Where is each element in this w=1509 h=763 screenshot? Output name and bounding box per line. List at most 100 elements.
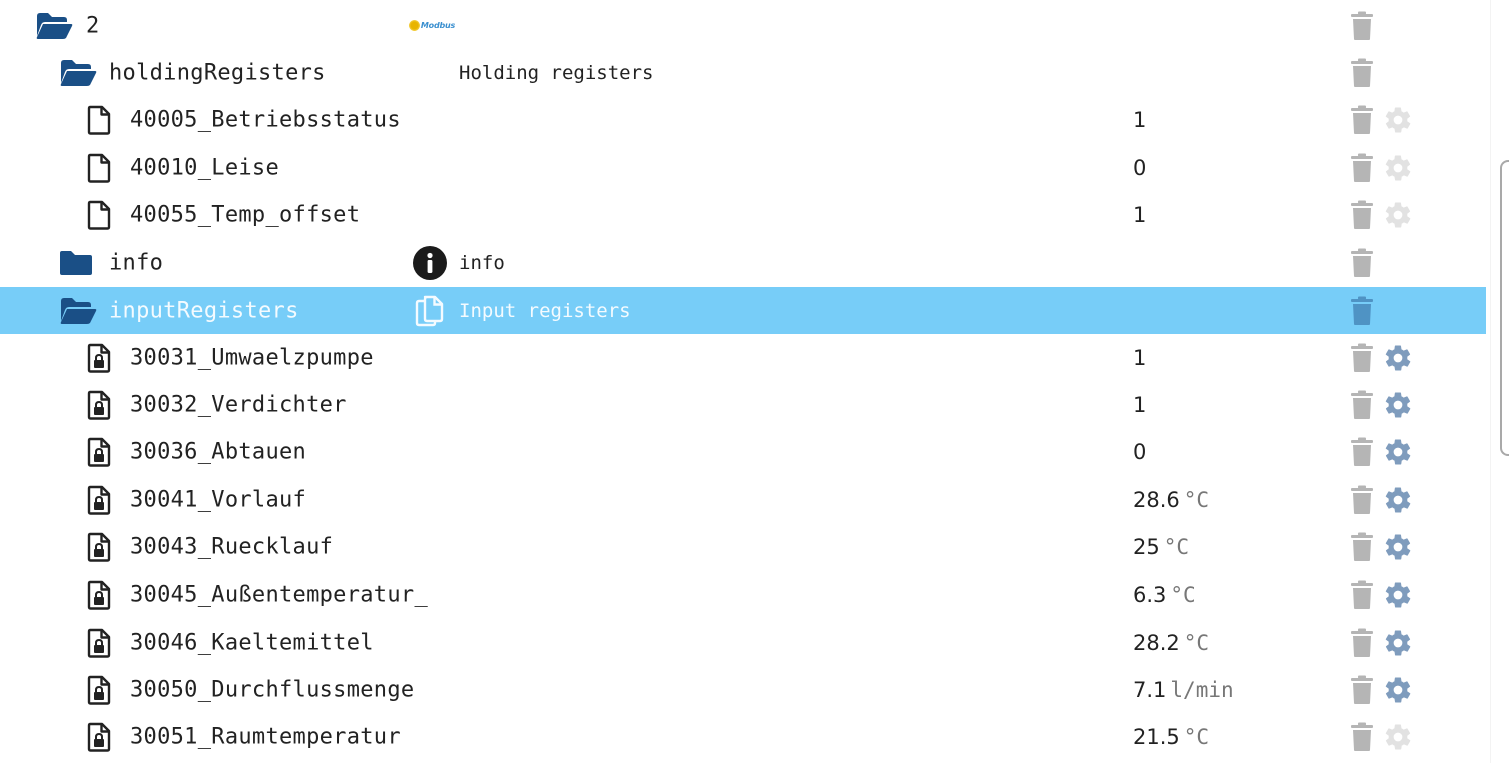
settings-gear-icon[interactable]: [1383, 628, 1413, 658]
file-lock-icon: [86, 675, 112, 705]
file-lock-icon: [86, 343, 112, 373]
delete-trash-icon[interactable]: [1350, 296, 1374, 326]
tree-row-name: holdingRegisters: [109, 60, 326, 85]
state-value: 6.3°C: [1133, 582, 1196, 607]
file-icon: [86, 200, 112, 230]
settings-gear-icon[interactable]: [1383, 390, 1413, 420]
tree-row-state-30043[interactable]: 30043_Ruecklauf 25°C: [0, 523, 1486, 570]
state-value: 1: [1133, 107, 1147, 132]
tree-row-name: 30051_Raumtemperatur: [130, 724, 401, 749]
tree-row-folder-input-registers[interactable]: inputRegisters Input registers: [0, 287, 1486, 334]
info-circle-icon: [412, 245, 448, 281]
modbus-logo-icon: Modbus: [408, 8, 455, 44]
settings-gear-icon[interactable]: [1383, 200, 1413, 230]
file-lock-icon: [86, 532, 112, 562]
tree-row-name: 30036_Abtauen: [130, 439, 307, 464]
tree-row-name: 40055_Temp_offset: [130, 202, 361, 227]
tree-row-state-30036[interactable]: 30036_Abtauen 0: [0, 428, 1486, 475]
tree-row-name: 40005_Betriebsstatus: [130, 107, 401, 132]
settings-gear-icon[interactable]: [1383, 437, 1413, 467]
tree-row-state-30045[interactable]: 30045_Außentemperatur_ 6.3°C: [0, 571, 1486, 618]
tree-row-name: 2: [86, 13, 100, 38]
state-value: 21.5°C: [1133, 724, 1210, 749]
tree-row-state-30046[interactable]: 30046_Kaeltemittel 28.2°C: [0, 619, 1486, 666]
settings-gear-icon[interactable]: [1383, 153, 1413, 183]
settings-gear-icon[interactable]: [1383, 485, 1413, 515]
tree-row-state-30032[interactable]: 30032_Verdichter 1: [0, 381, 1486, 428]
file-lock-icon: [86, 485, 112, 515]
copy-icon[interactable]: [412, 293, 448, 329]
delete-trash-icon[interactable]: [1350, 11, 1374, 41]
delete-trash-icon[interactable]: [1350, 58, 1374, 88]
delete-trash-icon[interactable]: [1350, 628, 1374, 658]
tree-row-name: 40010_Leise: [130, 155, 279, 180]
state-value: 28.6°C: [1133, 487, 1210, 512]
tree-row-state-30051[interactable]: 30051_Raumtemperatur 21.5°C: [0, 713, 1486, 760]
tree-row-state-40055[interactable]: 40055_Temp_offset 1: [0, 191, 1486, 238]
state-value: 1: [1133, 202, 1147, 227]
file-lock-icon: [86, 628, 112, 658]
delete-trash-icon[interactable]: [1350, 485, 1374, 515]
tree-row-name: 30031_Umwaelzpumpe: [130, 345, 374, 370]
state-unit: l/min: [1170, 677, 1234, 702]
delete-trash-icon[interactable]: [1350, 105, 1374, 135]
delete-trash-icon[interactable]: [1350, 200, 1374, 230]
settings-gear-icon[interactable]: [1383, 675, 1413, 705]
state-value: 1: [1133, 392, 1147, 417]
state-unit: °C: [1183, 724, 1210, 749]
tree-row-state-40005[interactable]: 40005_Betriebsstatus 1: [0, 96, 1486, 143]
file-lock-icon: [86, 722, 112, 752]
tree-row-state-30041[interactable]: 30041_Vorlauf 28.6°C: [0, 476, 1486, 523]
delete-trash-icon[interactable]: [1350, 580, 1374, 610]
folder-closed-icon[interactable]: [58, 249, 94, 277]
tree-row-description: info: [459, 251, 505, 274]
tree-row-name: 30032_Verdichter: [130, 392, 347, 417]
delete-trash-icon[interactable]: [1350, 343, 1374, 373]
tree-row-name: 30043_Ruecklauf: [130, 534, 334, 559]
tree-row-name: inputRegisters: [109, 298, 299, 323]
delete-trash-icon[interactable]: [1350, 532, 1374, 562]
file-lock-icon: [86, 390, 112, 420]
vertical-scrollbar-thumb[interactable]: [1500, 160, 1509, 456]
settings-gear-icon[interactable]: [1383, 580, 1413, 610]
delete-trash-icon[interactable]: [1350, 248, 1374, 278]
file-lock-icon: [86, 580, 112, 610]
delete-trash-icon[interactable]: [1350, 390, 1374, 420]
tree-row-state-40010[interactable]: 40010_Leise 0: [0, 144, 1486, 191]
state-unit: °C: [1163, 534, 1190, 559]
tree-row-name: 30046_Kaeltemittel: [130, 630, 374, 655]
tree-row-folder-info[interactable]: info info: [0, 239, 1486, 286]
state-value: 25°C: [1133, 534, 1190, 559]
state-unit: °C: [1183, 487, 1210, 512]
settings-gear-icon[interactable]: [1383, 343, 1413, 373]
tree-row-name: info: [109, 250, 164, 275]
tree-row-state-30031[interactable]: 30031_Umwaelzpumpe 1: [0, 334, 1486, 381]
folder-open-icon[interactable]: [58, 296, 98, 326]
tree-row-folder-holding-registers[interactable]: holdingRegisters Holding registers: [0, 49, 1486, 96]
state-value: 1: [1133, 345, 1147, 370]
delete-trash-icon[interactable]: [1350, 437, 1374, 467]
tree-row-description: Holding registers: [459, 61, 654, 84]
file-icon: [86, 153, 112, 183]
tree-row-folder-2[interactable]: 2 Modbus: [0, 2, 1486, 49]
settings-gear-icon[interactable]: [1383, 722, 1413, 752]
state-value: 28.2°C: [1133, 630, 1210, 655]
tree-row-name: 30050_Durchflussmenge: [130, 677, 415, 702]
tree-row-name: 30045_Außentemperatur_: [130, 582, 428, 607]
state-unit: °C: [1183, 630, 1210, 655]
tree-row-name: 30041_Vorlauf: [130, 487, 307, 512]
folder-open-icon[interactable]: [58, 58, 98, 88]
state-value: 0: [1133, 439, 1147, 464]
delete-trash-icon[interactable]: [1350, 675, 1374, 705]
folder-open-icon[interactable]: [34, 11, 74, 41]
file-icon: [86, 105, 112, 135]
state-unit: °C: [1170, 582, 1196, 607]
delete-trash-icon[interactable]: [1350, 153, 1374, 183]
settings-gear-icon[interactable]: [1383, 532, 1413, 562]
delete-trash-icon[interactable]: [1350, 722, 1374, 752]
settings-gear-icon[interactable]: [1383, 105, 1413, 135]
file-lock-icon: [86, 437, 112, 467]
